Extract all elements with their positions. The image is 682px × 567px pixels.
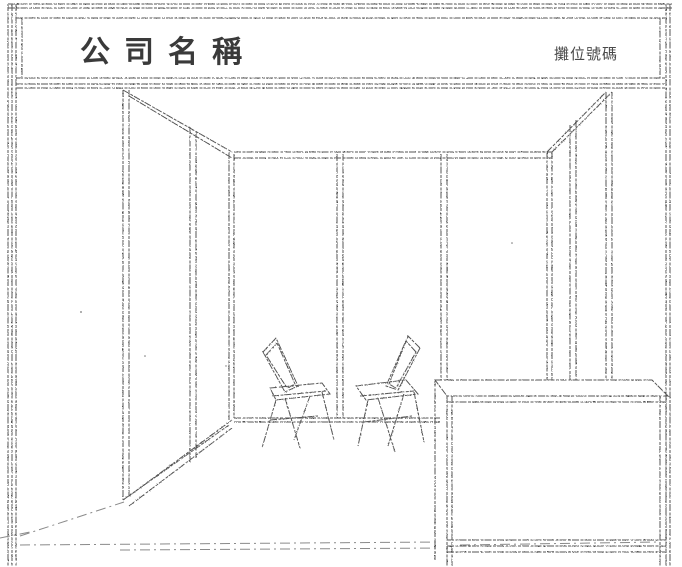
sketch-specks [80,242,513,367]
back-wall [234,151,552,423]
counter-table [434,379,670,566]
right-side-wall [546,91,613,380]
folding-chair-left [261,337,335,449]
booth-number-label: 攤位號碼 [554,45,618,63]
folding-chair-right [355,335,425,453]
company-name-label: 公司名稱 [80,35,256,70]
fascia-board [16,17,666,89]
left-side-wall [122,89,235,507]
floor-lines [0,501,661,551]
